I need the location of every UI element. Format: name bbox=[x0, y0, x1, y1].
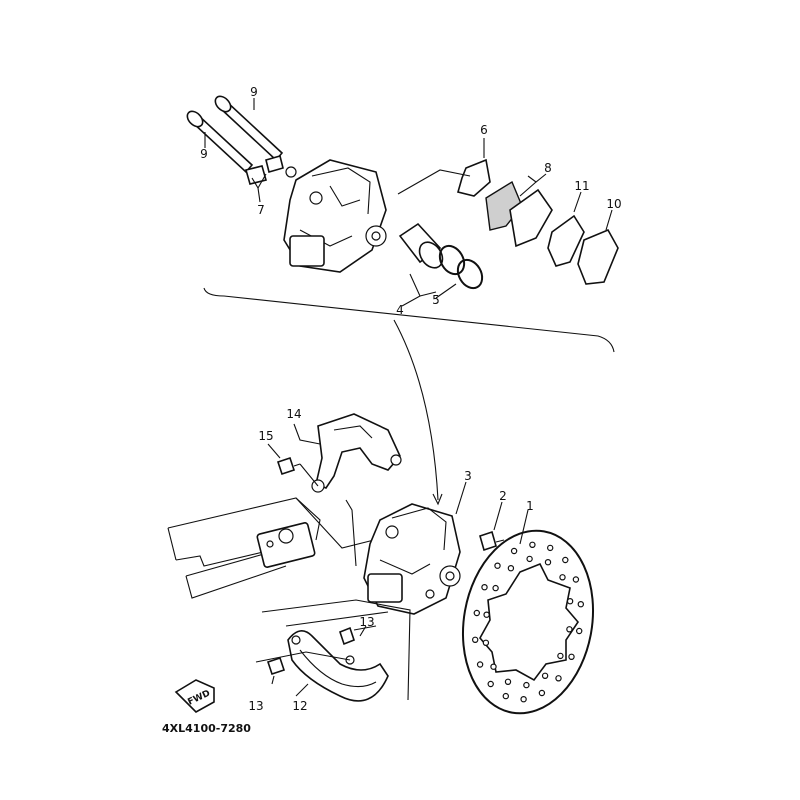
fwd-arrow-icon: FWD bbox=[174, 679, 215, 713]
disc-drill-hole bbox=[487, 680, 494, 688]
disc-drill-hole bbox=[481, 584, 488, 591]
disc-drill-hole bbox=[502, 692, 509, 700]
caliper-assembly bbox=[363, 503, 461, 615]
bleed-screw-set bbox=[245, 155, 297, 185]
disc-drill-hole bbox=[547, 544, 554, 552]
disc-drill-hole bbox=[559, 574, 566, 581]
disc-drill-hole bbox=[472, 636, 479, 644]
caliper-pin-lower bbox=[186, 110, 254, 174]
guard-bolt-lower bbox=[266, 656, 286, 676]
disc-drill-hole bbox=[482, 639, 490, 647]
caliper-guard bbox=[287, 630, 389, 702]
disc-drill-hole bbox=[544, 559, 552, 566]
callout-14: 14 bbox=[286, 407, 301, 421]
disc-drill-hole bbox=[529, 541, 536, 549]
brake-pad-kit bbox=[485, 180, 553, 248]
disc-drill-hole bbox=[520, 696, 527, 703]
disc-drill-hole bbox=[557, 652, 564, 660]
callout-1: 1 bbox=[526, 499, 534, 513]
piston-seals bbox=[438, 244, 484, 290]
disc-drill-hole bbox=[538, 689, 546, 697]
callout-5: 5 bbox=[432, 293, 440, 307]
disc-drill-hole bbox=[562, 556, 569, 564]
disc-bolt bbox=[479, 530, 505, 552]
caliper-bracket bbox=[311, 413, 402, 493]
callout-12: 12 bbox=[292, 699, 307, 713]
disc-drill-hole bbox=[494, 562, 501, 569]
callout-15: 15 bbox=[258, 429, 273, 443]
callout-9-upper: 9 bbox=[250, 85, 258, 99]
disc-drill-hole bbox=[577, 601, 585, 608]
caliper-pin-upper bbox=[214, 95, 284, 162]
disc-drill-hole bbox=[576, 627, 583, 635]
disc-drill-hole bbox=[507, 565, 515, 572]
callout-9-lower: 9 bbox=[200, 147, 208, 161]
pad-shim bbox=[547, 214, 585, 267]
disc-drill-hole bbox=[526, 555, 533, 563]
callout-11: 11 bbox=[574, 179, 589, 193]
disc-drill-hole bbox=[566, 598, 574, 605]
disc-drill-hole bbox=[483, 611, 490, 618]
callout-7: 7 bbox=[257, 203, 265, 217]
brake-disc bbox=[461, 529, 595, 715]
group-bracket bbox=[203, 287, 615, 353]
disc-drill-hole bbox=[476, 661, 484, 668]
guard-bolt-upper bbox=[339, 626, 355, 646]
callout-8: 8 bbox=[544, 161, 552, 175]
callout-6: 6 bbox=[480, 123, 488, 137]
leader-arc bbox=[393, 319, 439, 501]
bolt-15 bbox=[276, 456, 301, 476]
pad-spring bbox=[457, 158, 491, 197]
disc-drill-hole bbox=[568, 653, 575, 661]
callout-13-lower: 13 bbox=[248, 699, 263, 713]
arrow-head bbox=[432, 493, 443, 506]
callout-4: 4 bbox=[396, 303, 404, 317]
callout-3: 3 bbox=[464, 469, 472, 483]
disc-drill-hole bbox=[510, 547, 518, 555]
disc-drill-hole bbox=[523, 681, 530, 689]
disc-drill-hole bbox=[490, 663, 497, 670]
part-code: 4XL4100-7280 bbox=[162, 722, 251, 735]
disc-drill-hole bbox=[541, 672, 549, 680]
callout-10: 10 bbox=[606, 197, 621, 211]
disc-drill-hole bbox=[504, 678, 512, 686]
disc-drill-hole bbox=[473, 609, 480, 617]
caliper-body-exploded bbox=[283, 159, 387, 273]
disc-drill-hole bbox=[555, 675, 562, 682]
caliper-piston bbox=[398, 222, 444, 269]
disc-drill-hole bbox=[566, 626, 573, 633]
disc-drill-hole bbox=[492, 584, 499, 592]
disc-drill-hole bbox=[572, 576, 580, 583]
swingarm bbox=[167, 497, 375, 599]
callout-13-upper: 13 bbox=[359, 615, 374, 629]
pad-shim-outer bbox=[577, 228, 619, 285]
callout-2: 2 bbox=[499, 489, 507, 503]
